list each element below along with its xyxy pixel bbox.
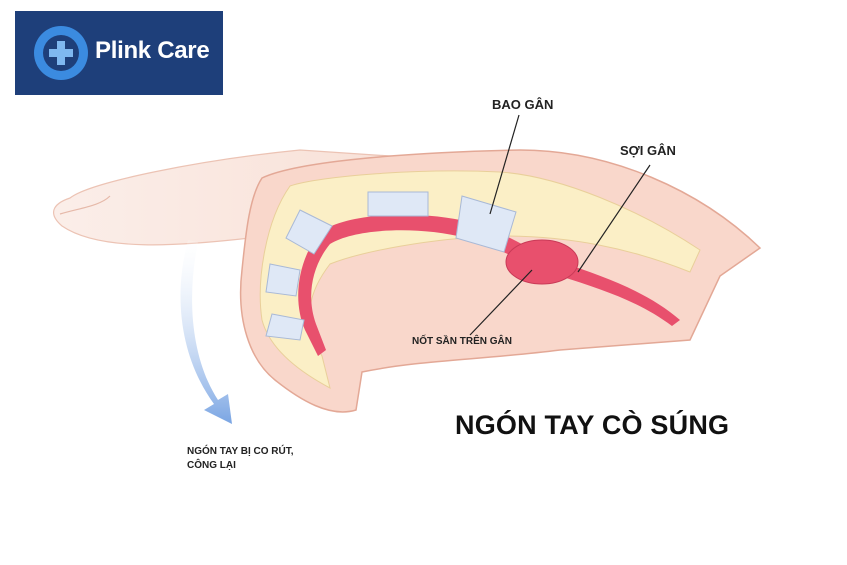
pointer-fiber [577, 164, 651, 273]
tendon-nodule [505, 239, 579, 285]
tendon-sheaths [265, 191, 517, 341]
label-curled-line1: NGÓN TAY BỊ CO RÚT, [187, 446, 294, 457]
brand-name: Plink Care [95, 37, 210, 64]
label-curled-line2: CÔNG LẠI [187, 460, 236, 471]
pointer-sheath [489, 114, 520, 215]
label-tendon-fiber: SỢI GÂN [620, 143, 676, 158]
curl-arrow [180, 240, 232, 424]
cross-shield-icon [34, 26, 88, 80]
pointer-nodule [469, 269, 533, 336]
label-tendon-sheath: BAO GÂN [492, 97, 554, 112]
diagram-title: NGÓN TAY CÒ SÚNG [455, 410, 730, 440]
label-tendon-nodule: NỐT SẦN TRÊN GÂN [412, 336, 512, 347]
brand-logo: Plink Care [15, 11, 223, 95]
